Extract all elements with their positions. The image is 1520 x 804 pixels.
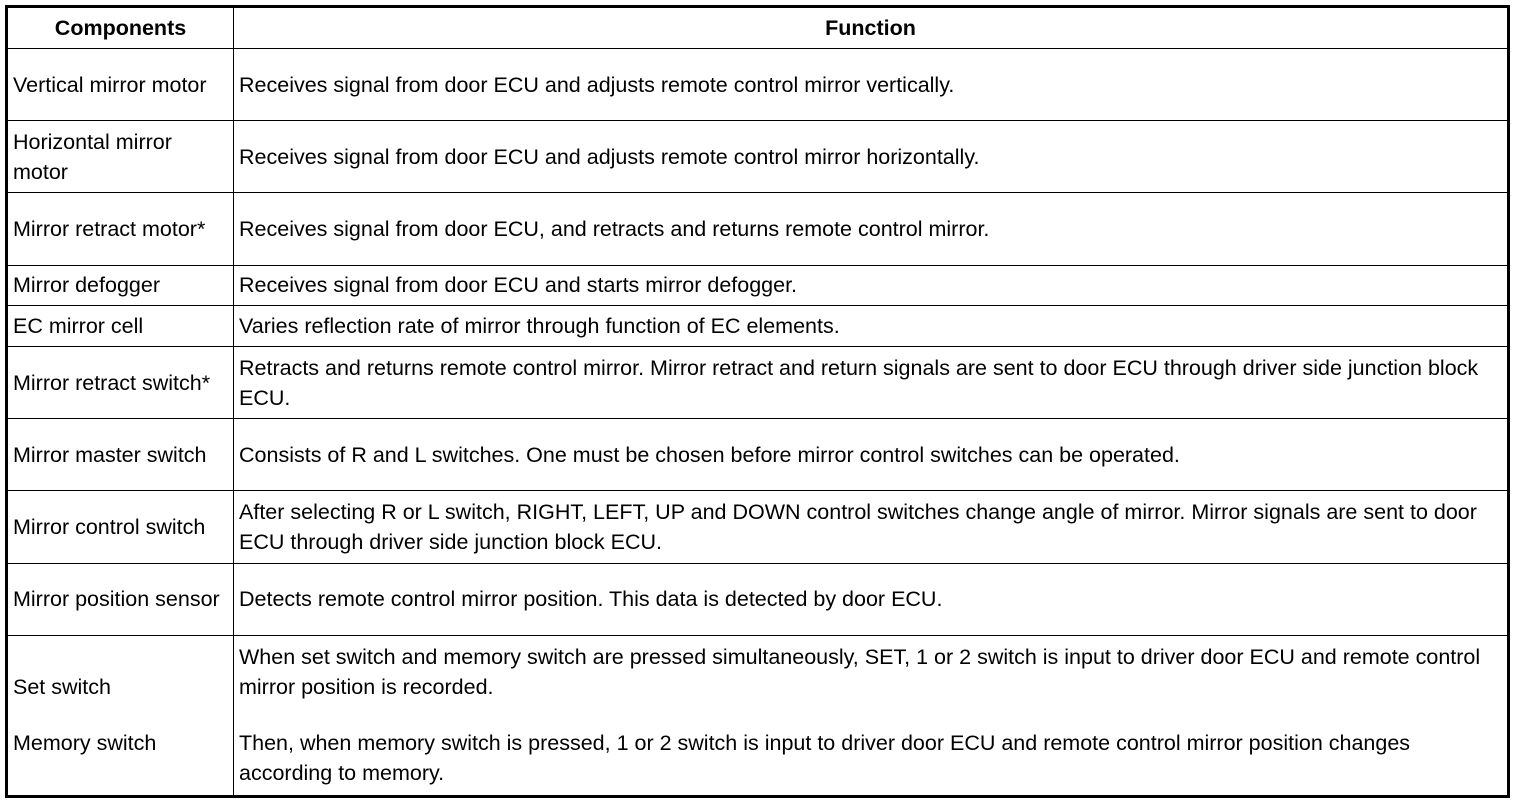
component-cell: EC mirror cell bbox=[6, 305, 234, 348]
memory-switch-label: Memory switch bbox=[13, 731, 157, 756]
set-switch-function: When set switch and memory switch are pr… bbox=[239, 645, 1481, 700]
function-cell: Receives signal from door ECU and adjust… bbox=[233, 47, 1509, 122]
function-cell: When set switch and memory switch are pr… bbox=[233, 634, 1509, 798]
function-cell: Receives signal from door ECU and starts… bbox=[233, 264, 1509, 307]
table-row: Mirror retract switch* Retracts and retu… bbox=[6, 346, 1509, 420]
table-row: Mirror retract motor* Receives signal fr… bbox=[6, 192, 1509, 266]
component-cell: Mirror defogger bbox=[6, 264, 234, 307]
spacer bbox=[13, 702, 228, 728]
set-switch-label: Set switch bbox=[13, 675, 111, 700]
function-cell: Varies reflection rate of mirror through… bbox=[233, 305, 1509, 348]
memory-switch-function: Then, when memory switch is pressed, 1 o… bbox=[239, 731, 1411, 786]
function-cell: Detects remote control mirror position. … bbox=[233, 562, 1509, 636]
function-cell: Consists of R and L switches. One must b… bbox=[233, 418, 1509, 492]
component-cell: Mirror master switch bbox=[6, 418, 234, 492]
table-row: Mirror defogger Receives signal from doo… bbox=[6, 264, 1509, 307]
table-row: Mirror control switch After selecting R … bbox=[6, 490, 1509, 564]
spacer bbox=[239, 702, 1502, 728]
table-header-row: Components Function bbox=[6, 6, 1509, 49]
function-cell: Retracts and returns remote control mirr… bbox=[233, 346, 1509, 420]
function-cell: After selecting R or L switch, RIGHT, LE… bbox=[233, 490, 1509, 564]
component-cell: Vertical mirror motor bbox=[6, 47, 234, 122]
header-function: Function bbox=[233, 6, 1509, 49]
table-row: Horizontal mirror motor Receives signal … bbox=[6, 120, 1509, 194]
table-row: Vertical mirror motor Receives signal fr… bbox=[6, 47, 1509, 122]
function-cell: Receives signal from door ECU, and retra… bbox=[233, 192, 1509, 266]
component-cell: Mirror retract motor* bbox=[6, 192, 234, 266]
component-cell: Horizontal mirror motor bbox=[6, 120, 234, 194]
component-cell: Set switch Memory switch bbox=[6, 634, 234, 798]
table-row-set-memory: Set switch Memory switch When set switch… bbox=[6, 634, 1509, 798]
components-function-table: Components Function Vertical mirror moto… bbox=[5, 5, 1510, 798]
function-cell: Receives signal from door ECU and adjust… bbox=[233, 120, 1509, 194]
header-components: Components bbox=[6, 6, 234, 49]
component-cell: Mirror control switch bbox=[6, 490, 234, 564]
table-row: Mirror master switch Consists of R and L… bbox=[6, 418, 1509, 492]
table-row: EC mirror cell Varies reflection rate of… bbox=[6, 305, 1509, 348]
component-cell: Mirror retract switch* bbox=[6, 346, 234, 420]
component-cell: Mirror position sensor bbox=[6, 562, 234, 636]
table-row: Mirror position sensor Detects remote co… bbox=[6, 562, 1509, 636]
